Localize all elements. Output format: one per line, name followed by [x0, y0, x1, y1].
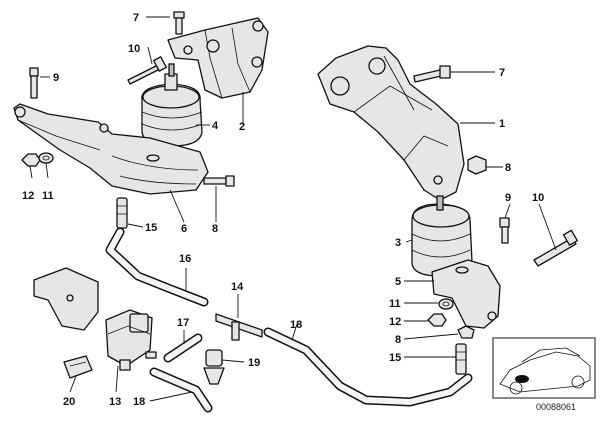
hose-connector-left[interactable]	[116, 197, 128, 229]
nut-left[interactable]	[21, 153, 41, 167]
hex-bolt-top-right[interactable]	[413, 65, 451, 83]
callout-13: 13	[109, 396, 121, 408]
callout-15-right: 15	[389, 352, 401, 364]
callout-4: 4	[212, 120, 219, 132]
hose-section[interactable]	[163, 333, 203, 363]
callout-10-right: 10	[532, 192, 544, 204]
t-connector[interactable]	[215, 313, 263, 341]
engine-mount-left[interactable]	[141, 63, 203, 147]
callout-11-right: 11	[389, 298, 401, 310]
stud-bolt-left[interactable]	[127, 56, 167, 85]
callout-7-right: 7	[499, 67, 505, 79]
callout-11-left: 11	[42, 190, 54, 202]
callout-17: 17	[177, 317, 189, 329]
engine-support-right[interactable]	[431, 259, 501, 329]
check-valve[interactable]	[203, 349, 225, 385]
vacuum-hose-left[interactable]	[105, 227, 209, 307]
callout-16-left: 16	[179, 253, 191, 265]
callout-labels: 7 10 9 4 2 12 11 6 8 15 16 14 17 19 20 1…	[22, 12, 576, 412]
leader-lines	[29, 16, 557, 402]
callout-3: 3	[395, 237, 401, 249]
engine-bracket-left[interactable]	[167, 17, 269, 99]
callout-18-right: 18	[290, 319, 302, 331]
stud-bolt-right[interactable]	[533, 229, 578, 267]
callout-10-left: 10	[128, 43, 140, 55]
hex-bolt-left[interactable]	[29, 67, 39, 99]
callout-20: 20	[63, 396, 75, 408]
callout-12-right: 12	[389, 316, 401, 328]
callout-2: 2	[239, 121, 245, 133]
nut-right-lower[interactable]	[457, 325, 475, 339]
callout-18-bottom: 18	[133, 396, 145, 408]
callout-8-right-top: 8	[505, 162, 511, 174]
diagram-code: 00088061	[536, 402, 576, 412]
nut-right-top[interactable]	[467, 155, 487, 175]
hex-bolt-right[interactable]	[499, 217, 510, 244]
callout-5: 5	[395, 276, 401, 288]
nut-right[interactable]	[427, 313, 447, 327]
solenoid-valve[interactable]	[105, 309, 157, 371]
callout-15-left: 15	[145, 222, 157, 234]
vehicle-location-inset	[492, 337, 596, 399]
callout-8-left: 8	[212, 223, 218, 235]
hose-clip[interactable]	[63, 355, 93, 379]
callout-19: 19	[248, 357, 260, 369]
callout-12-left: 12	[22, 190, 34, 202]
engine-bracket-right[interactable]	[317, 45, 465, 201]
callout-7-left: 7	[133, 12, 139, 24]
vacuum-hose-long[interactable]	[263, 327, 473, 407]
callout-9-left: 9	[53, 72, 59, 84]
callout-8-right: 8	[395, 334, 401, 346]
callout-9-right: 9	[505, 192, 511, 204]
callout-14: 14	[231, 281, 244, 293]
hex-bolt-top-left[interactable]	[173, 11, 185, 35]
engine-support-arm-left[interactable]	[13, 103, 209, 195]
washer-left[interactable]	[38, 152, 54, 164]
hex-bolt-8-left[interactable]	[203, 175, 235, 187]
hose-connector-right[interactable]	[455, 343, 467, 375]
callout-6: 6	[181, 223, 187, 235]
callout-1: 1	[499, 118, 505, 130]
washer-right[interactable]	[438, 298, 454, 310]
vacuum-hose-lower[interactable]	[149, 367, 213, 413]
mounting-bracket[interactable]	[33, 267, 99, 331]
